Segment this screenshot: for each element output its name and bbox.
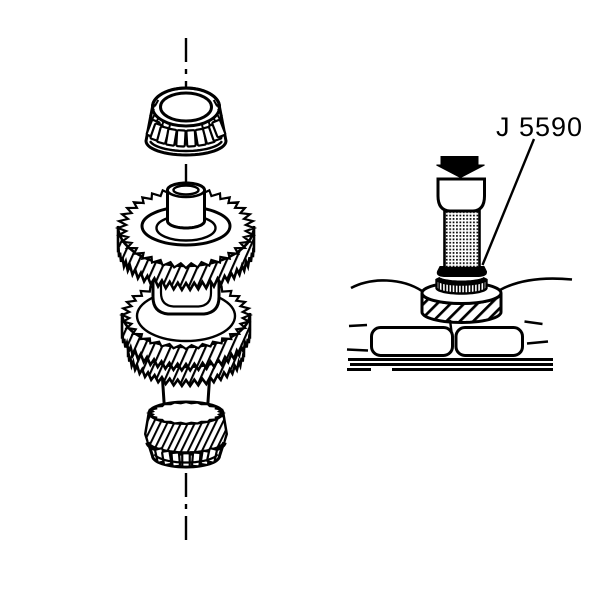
knurled-shaft [443,209,481,270]
tool-installation-drawing: J 5590 [346,112,583,371]
case-base-drawing [346,320,553,371]
leader-line [481,138,536,266]
tool-label: J 5590 [496,112,583,142]
tapered-roller-bearing-drawing [144,86,228,157]
bearing-collar-drawing [435,276,488,295]
gear-hub-collar [151,276,221,316]
helical-gear-large-drawing [114,181,258,293]
case-outline [350,277,573,293]
press-arrow-icon [436,156,485,179]
pilot-gear-bearing-drawing [143,400,229,469]
countershaft-assembly-drawing [114,38,258,540]
tool-body-drawing [436,156,488,277]
